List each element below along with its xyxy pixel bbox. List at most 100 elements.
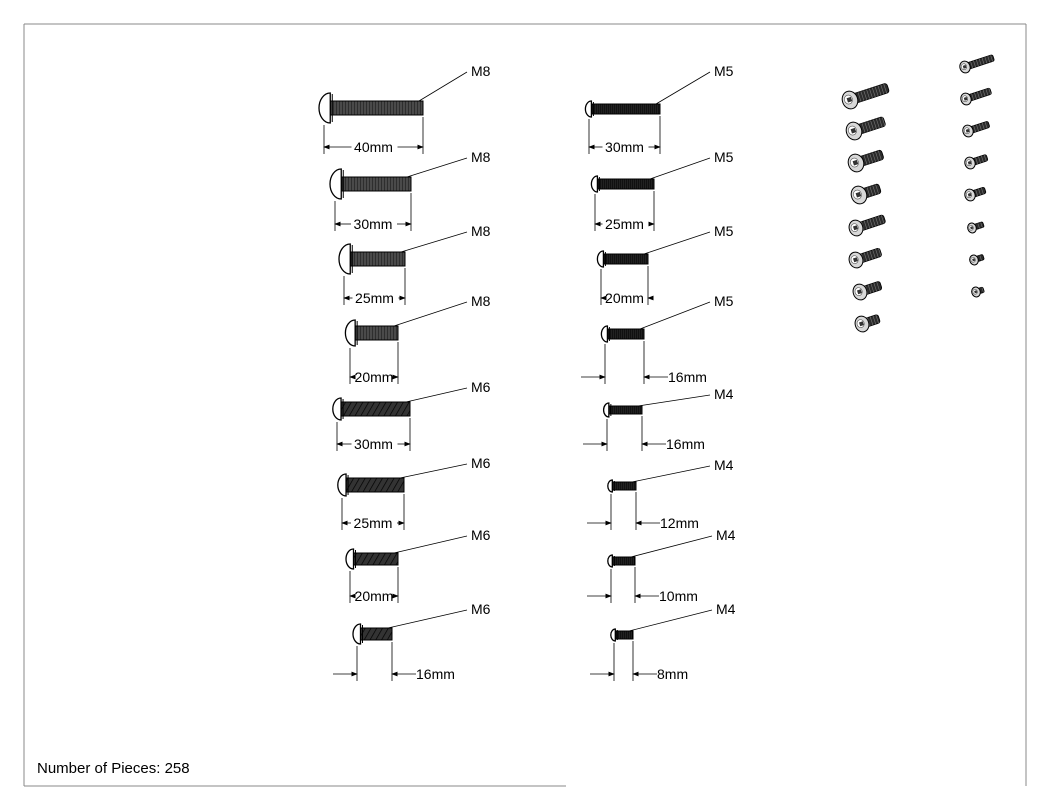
screw-head — [600, 325, 609, 343]
leader-line — [405, 387, 468, 403]
thread-size-label: M4 — [716, 601, 736, 617]
screw-thread-body — [611, 556, 636, 566]
screw-icon-a-7 — [852, 281, 883, 301]
thread-size-label: M5 — [714, 149, 734, 165]
thread-size-label: M8 — [471, 223, 491, 239]
leader-line — [637, 394, 711, 407]
thread-size-label: M4 — [714, 386, 734, 402]
thread-size-label: M5 — [714, 293, 734, 309]
screw-icon-a-5 — [848, 214, 886, 237]
thread-size-label: M6 — [471, 379, 491, 395]
screw-icon-b-5 — [964, 186, 987, 202]
screw-head — [602, 402, 610, 418]
isometric-screw-group — [841, 54, 995, 333]
right-screw-4: M5 16mm — [581, 293, 734, 385]
length-dimension-label: 20mm — [355, 588, 394, 604]
thread-size-label: M5 — [714, 223, 734, 239]
length-dimension-label: 8mm — [657, 666, 688, 682]
screw-icon-b-3 — [962, 121, 990, 138]
right-screw-8: M4 8mm — [590, 601, 736, 682]
leader-line — [630, 535, 713, 558]
screw-thread-body — [354, 325, 399, 341]
length-dimension-label: 20mm — [605, 290, 644, 306]
thread-size-label: M6 — [471, 527, 491, 543]
leader-line — [655, 71, 711, 105]
length-dimension-label: 10mm — [659, 588, 698, 604]
screw-icon-b-6 — [967, 221, 985, 234]
right-screw-5: M4 16mm — [583, 386, 734, 452]
screw-icon-b-8 — [971, 286, 985, 298]
screw-thread-body — [349, 251, 406, 267]
thread-size-label: M8 — [471, 63, 491, 79]
leader-line — [393, 301, 468, 327]
screw-head — [607, 479, 613, 493]
screw-head — [596, 250, 605, 268]
leader-line — [649, 157, 711, 180]
length-dimension-label: 16mm — [668, 369, 707, 385]
thread-size-label: M5 — [714, 63, 734, 79]
screw-thread-body — [345, 477, 405, 493]
screw-icon-a-8 — [854, 314, 881, 333]
screw-thread-body — [353, 552, 399, 566]
screw-icon-a-6 — [848, 247, 882, 269]
screw-icon-a-1 — [841, 83, 890, 110]
screw-head — [332, 397, 342, 421]
screw-thread-body — [340, 176, 412, 192]
screw-icon-b-4 — [964, 154, 989, 170]
leader-line — [387, 609, 468, 629]
piece-count-label: Number of Pieces: 258 — [37, 760, 190, 777]
screw-thread-body — [602, 253, 649, 265]
leader-line — [406, 157, 468, 178]
thread-size-label: M8 — [471, 149, 491, 165]
screw-head — [345, 548, 355, 570]
screw-head — [590, 175, 599, 193]
screw-head — [610, 628, 616, 642]
right-screw-2: M5 25mm — [590, 149, 734, 232]
left-screw-5: M6 30mm — [332, 379, 491, 452]
thread-size-label: M6 — [471, 455, 491, 471]
length-dimension-label: 30mm — [354, 436, 393, 452]
screw-thread-body — [596, 178, 655, 190]
screw-head — [607, 554, 613, 568]
leader-line — [399, 463, 468, 479]
screw-thread-body — [606, 328, 645, 340]
leader-line — [418, 71, 468, 102]
thread-size-label: M8 — [471, 293, 491, 309]
screw-icon-a-2 — [845, 116, 886, 141]
length-dimension-label: 20mm — [355, 369, 394, 385]
screw-thread-body — [360, 627, 393, 641]
leader-line — [639, 301, 711, 330]
piece-count-value: 258 — [164, 760, 190, 777]
right-screw-1: M5 30mm — [584, 63, 734, 155]
screw-icon-a-4 — [850, 183, 882, 205]
screw-icon-a-3 — [847, 149, 884, 173]
left-screw-1: M8 40mm — [318, 63, 491, 155]
length-dimension-label: 25mm — [355, 290, 394, 306]
length-dimension-label: 16mm — [666, 436, 705, 452]
leader-line — [643, 231, 711, 255]
screw-head — [329, 168, 342, 200]
screw-head — [352, 623, 362, 645]
screw-thread-body — [611, 481, 637, 491]
thread-size-label: M4 — [716, 527, 736, 543]
screw-head — [337, 473, 347, 497]
left-screw-4: M8 20mm — [344, 293, 491, 385]
screw-head — [584, 100, 593, 118]
thread-size-label: M4 — [714, 457, 734, 473]
length-dimension-label: 30mm — [605, 139, 644, 155]
leader-line — [400, 231, 468, 253]
leader-line — [631, 465, 711, 483]
length-dimension-label: 40mm — [354, 139, 393, 155]
screw-thread-body — [340, 401, 411, 417]
thread-size-label: M6 — [471, 601, 491, 617]
length-dimension-label: 25mm — [605, 216, 644, 232]
screw-thread-body — [614, 630, 634, 640]
right-screw-3: M5 20mm — [596, 223, 734, 306]
screw-head — [344, 319, 356, 347]
screw-icon-b-7 — [969, 254, 985, 266]
leader-line — [393, 535, 468, 554]
